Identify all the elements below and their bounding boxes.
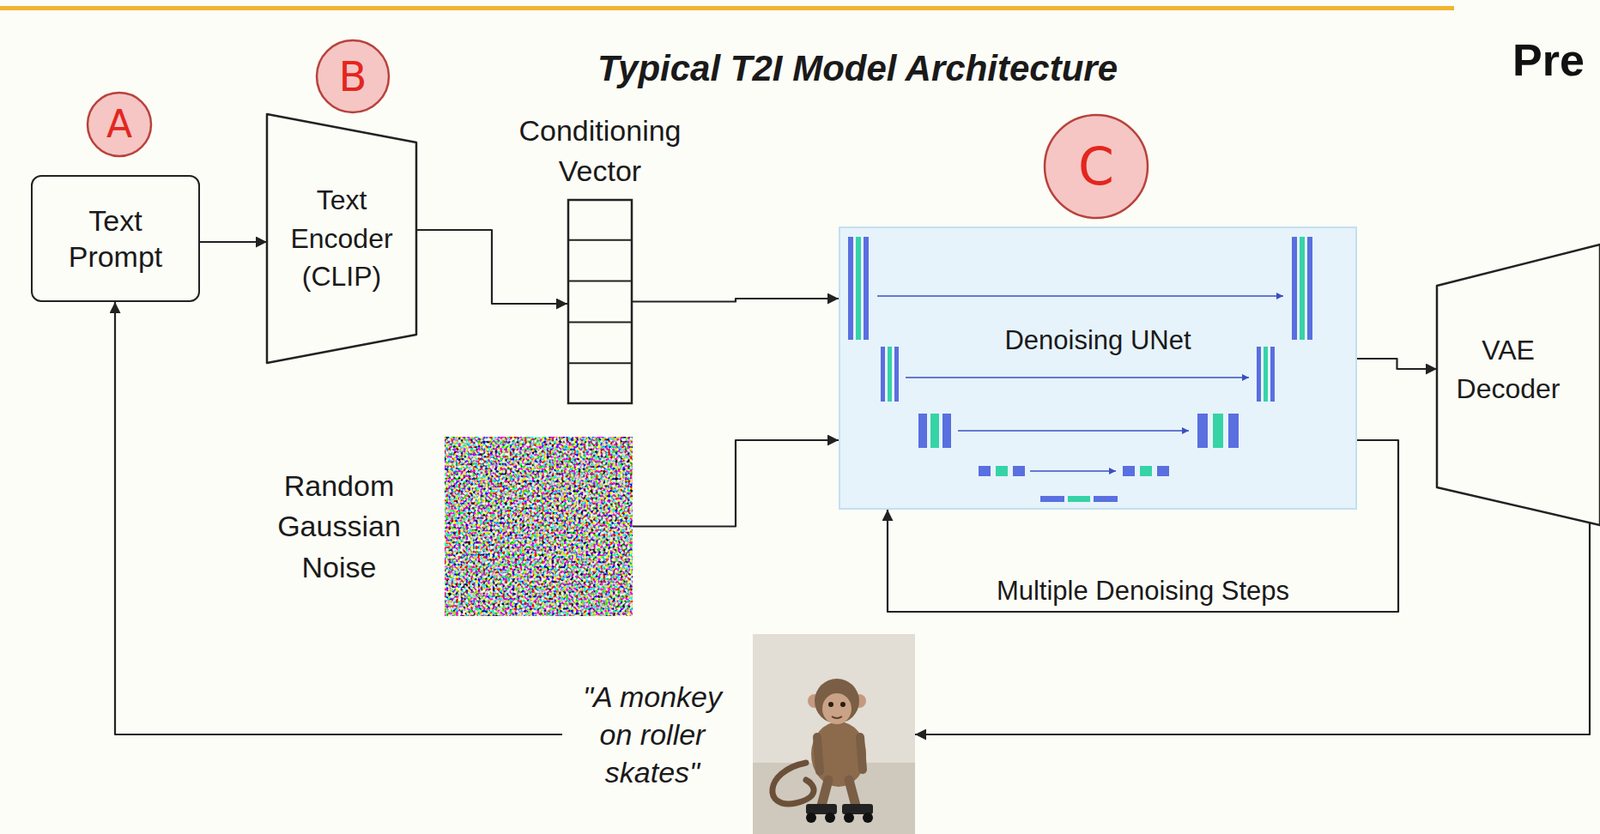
layer-bar: [918, 413, 928, 449]
layer-bar: [848, 236, 854, 340]
layer-bar: [1012, 466, 1025, 477]
node-label: Text Prompt: [51, 202, 181, 276]
monkey-mouth: [831, 716, 843, 719]
unet-layers: [848, 236, 1313, 503]
node-outline: [567, 199, 633, 405]
flow-arrow: [632, 440, 839, 528]
flow-arrow: [115, 302, 563, 735]
monkey-face: [822, 693, 852, 725]
monkey-arm: [860, 737, 863, 770]
vector-cell-line: [568, 321, 632, 323]
monkey-eye: [828, 702, 834, 708]
layer-bar: [1040, 496, 1065, 503]
flow-arrow: [416, 230, 568, 304]
unet-box: Denoising UNet: [838, 226, 1358, 510]
flow-arrow: [887, 440, 1399, 613]
layer-bar: [1270, 346, 1275, 402]
monkey-arm: [817, 737, 820, 772]
layer-bar: [1157, 466, 1170, 477]
layer-bar: [1212, 413, 1224, 449]
callout-circle: [87, 92, 152, 157]
callout-circle: [1044, 115, 1148, 219]
layer-bar: [1299, 236, 1305, 340]
layer-bar: [930, 413, 940, 449]
skip-arrow: [877, 295, 1284, 297]
skip-arrow: [1030, 470, 1116, 473]
noise-picture: [444, 436, 633, 617]
layer-bar: [887, 346, 892, 402]
unet-fill: [838, 226, 1358, 510]
layer-bar: [1291, 236, 1297, 340]
skip-arrow: [905, 376, 1249, 379]
node-label: Random Gaussian Noise: [266, 465, 413, 588]
trapezoid-outline: [1436, 244, 1600, 526]
layer-bar: [1307, 236, 1313, 340]
monkey-tail: [772, 763, 814, 805]
vector-cell-line: [568, 239, 632, 242]
edge-label: Multiple Denoising Steps: [993, 575, 1293, 607]
skip-arrow: [957, 430, 1189, 432]
monkey-body: [811, 721, 867, 788]
encoder-trapezoid: Text Encoder (CLIP): [266, 114, 417, 364]
layer-bar: [880, 346, 885, 402]
flow-arrow: [632, 298, 839, 303]
diagram-title: Typical T2I Model Architecture: [597, 48, 1118, 90]
layer-bar: [863, 236, 869, 340]
callout-letter-text: B: [339, 55, 368, 97]
layer-bar: [1228, 413, 1239, 449]
monkey-picture: [752, 634, 916, 834]
conditioning-vector: Conditioning Vector: [567, 199, 633, 405]
vector-outline: [568, 200, 632, 404]
cut-heading: Pre: [1512, 34, 1585, 86]
node-label: "A monkey on roller skates": [570, 678, 734, 793]
skate-wheel: [843, 812, 855, 824]
layer-bar: [942, 413, 952, 449]
skate-wheel: [862, 812, 873, 824]
layer-bar: [894, 346, 899, 402]
callout-letter-text: A: [106, 105, 133, 144]
layer-bar: [1197, 413, 1208, 449]
decoder-trapezoid: VAE Decoder: [1436, 244, 1600, 526]
skate-wheel: [806, 812, 817, 824]
flow-arrow: [1357, 358, 1437, 370]
prompt-box: Text Prompt: [30, 175, 200, 303]
photo-background: [752, 634, 916, 834]
layer-bar: [855, 236, 861, 340]
callout-letter-text: C: [1078, 140, 1115, 193]
layer-bar: [1093, 496, 1118, 503]
layer-bar: [995, 466, 1008, 477]
output-image: "A monkey on roller skates": [752, 634, 916, 834]
node-label: Conditioning Vector: [501, 110, 699, 193]
node-label: Denoising UNet: [840, 324, 1356, 357]
top-rule: [0, 6, 1455, 11]
monkey-eye: [840, 702, 846, 708]
node-label: VAE Decoder: [1443, 331, 1573, 409]
layer-bar: [1256, 346, 1261, 402]
layer-bar: [1139, 466, 1152, 477]
skate-wheel: [824, 812, 836, 824]
monkey-head: [814, 678, 860, 724]
callout-letter: A: [85, 90, 153, 158]
monkey-leg: [821, 780, 829, 807]
layer-bar: [1067, 496, 1091, 503]
callout-circle: [316, 40, 389, 113]
node-label: Text Encoder (CLIP): [285, 181, 398, 297]
callout-letter: C: [1042, 113, 1150, 220]
vector-cell-line: [568, 280, 632, 283]
vector-cell-line: [568, 362, 632, 364]
noise-image: Random Gaussian Noise: [444, 436, 633, 617]
trapezoid-outline: [266, 114, 417, 364]
layer-bar: [1122, 466, 1135, 477]
flow-arrow: [200, 241, 267, 243]
layer-bar: [1263, 346, 1268, 402]
layer-bar: [978, 466, 991, 477]
monkey-leg: [848, 780, 856, 807]
callout-letter: B: [315, 38, 391, 115]
flow-arrow: [915, 522, 1590, 735]
